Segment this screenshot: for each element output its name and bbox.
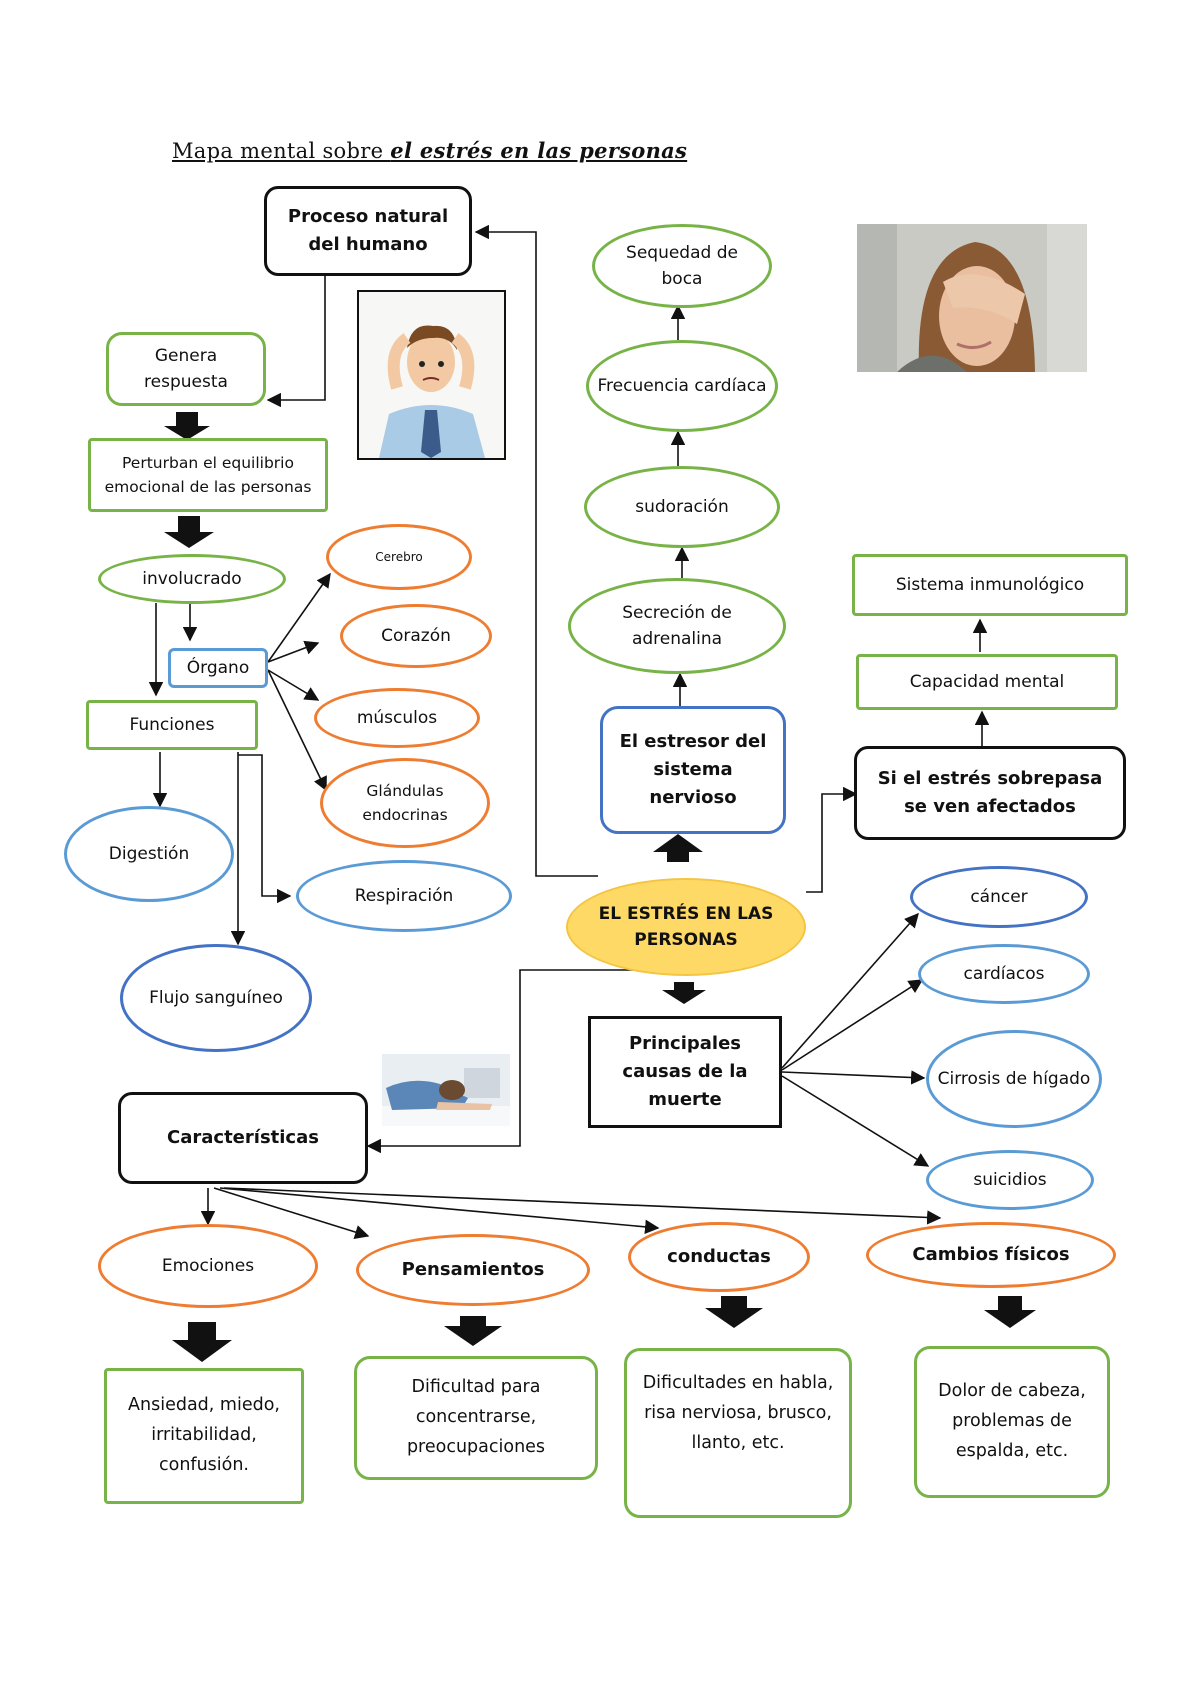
node-dificultades-habla[interactable]: Dificultades en habla, risa nerviosa, br… [624,1348,852,1518]
node-corazon[interactable]: Corazón [340,604,492,668]
node-flujo-sanguineo[interactable]: Flujo sanguíneo [120,944,312,1052]
stressed-man-icon [359,292,504,458]
node-glandulas[interactable]: Glándulas endocrinas [320,758,490,848]
block-arrow-pensamientos [444,1316,502,1346]
node-dolor-cabeza[interactable]: Dolor de cabeza, problemas de espalda, e… [914,1346,1110,1498]
node-dificultad-concentrarse[interactable]: Dificultad para concentrarse, preocupaci… [354,1356,598,1480]
node-digestion[interactable]: Digestión [64,806,234,902]
connector-center-proceso [474,224,598,877]
connector-car-pensamientos [213,1187,370,1240]
node-perturban-equilibrio[interactable]: Perturban el equilibrio emocional de las… [88,438,328,512]
connector-causas-cardiacos [781,979,924,1071]
connector-center-caracteristicas [366,969,676,1154]
node-funciones[interactable]: Funciones [86,700,258,750]
node-sudoracion[interactable]: sudoración [584,466,780,548]
node-center-estres[interactable]: EL ESTRÉS EN LAS PERSONAS [566,878,806,976]
stressed-man-illustration [357,290,506,460]
connector-causas-suicidios [781,1075,930,1167]
node-respiracion[interactable]: Respiración [296,860,512,932]
node-estresor-sistema-nervioso[interactable]: El estresor del sistema nervioso [600,706,786,834]
block-arrow-center-down [662,982,706,1004]
node-cirrosis-higado[interactable]: Cirrosis de hígado [926,1030,1102,1128]
block-arrow-emociones [172,1322,232,1362]
connector-car-conductas [219,1187,660,1234]
connector-organo-corazon [267,640,320,663]
connector-organo-glandulas [267,669,327,792]
node-cardiacos[interactable]: cardíacos [918,944,1090,1004]
node-cancer[interactable]: cáncer [910,866,1088,928]
block-arrow-cambios [984,1296,1036,1328]
node-caracteristicas[interactable]: Características [118,1092,368,1184]
block-arrow-center-up [653,834,703,862]
node-pensamientos[interactable]: Pensamientos [356,1234,590,1306]
connector-proceso-genera [266,276,326,408]
stressed-woman-photo [857,224,1087,372]
node-involucrado[interactable]: involucrado [98,554,286,604]
page-title: Mapa mental sobre el estrés en las perso… [172,138,688,163]
node-si-sobrepasa[interactable]: Si el estrés sobrepasa se ven afectados [854,746,1126,840]
connector-organo-musculos [267,669,320,701]
connector-causas-cancer [781,912,919,1069]
node-sistema-inmunologico[interactable]: Sistema inmunológico [852,554,1128,616]
node-principales-causas[interactable]: Principales causas de la muerte [588,1016,782,1128]
node-conductas[interactable]: conductas [628,1222,810,1292]
node-sequedad-boca[interactable]: Sequedad de boca [592,224,772,308]
connector-organo-cerebro [267,572,331,663]
tired-person-photo [382,1054,510,1126]
node-capacidad-mental[interactable]: Capacidad mental [856,654,1118,710]
node-emociones[interactable]: Emociones [98,1224,318,1308]
block-arrow-perturban [164,516,214,548]
connector-center-sobrepasa [806,786,858,893]
node-organo[interactable]: Órgano [168,648,268,688]
connector-causas-cirrosis [781,1070,926,1085]
node-cerebro[interactable]: Cerebro [326,524,472,590]
connector-car-cambios [223,1187,942,1225]
node-proceso-natural[interactable]: Proceso natural del humano [264,186,472,276]
node-cambios-fisicos[interactable]: Cambios físicos [866,1222,1116,1288]
node-suicidios[interactable]: suicidios [926,1150,1094,1210]
node-musculos[interactable]: músculos [314,688,480,748]
node-genera-respuesta[interactable]: Genera respuesta [106,332,266,406]
connector-funciones-respiracion [238,754,292,904]
stressed-woman-icon [857,224,1087,372]
block-arrow-conductas [705,1296,763,1328]
tired-person-icon [382,1054,510,1126]
node-ansiedad[interactable]: Ansiedad, miedo, irritabilidad, confusió… [104,1368,304,1504]
node-secrecion-adrenalina[interactable]: Secreción de adrenalina [568,578,786,674]
block-arrow-genera [164,412,210,440]
node-frecuencia-cardiaca[interactable]: Frecuencia cardíaca [586,340,778,432]
